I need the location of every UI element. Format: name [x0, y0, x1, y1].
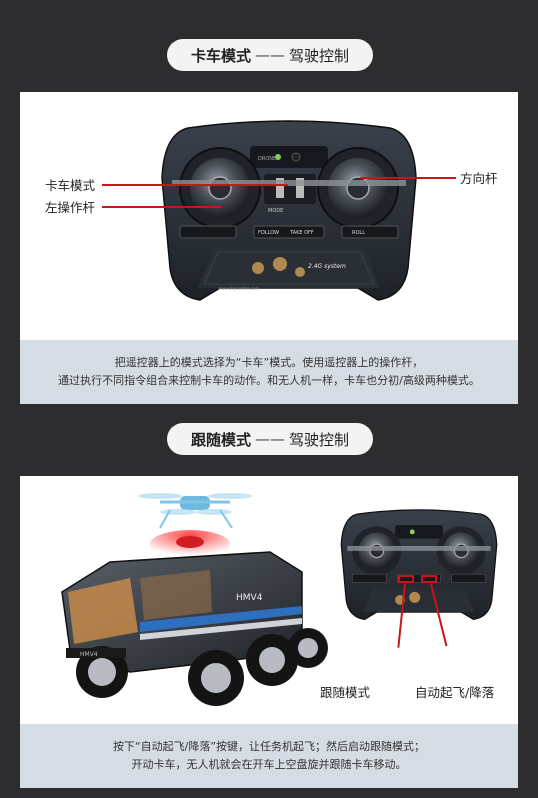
highlight-takeoff-button: [421, 575, 437, 583]
section2-panel: HMV4 HMV4 跟随模式 自动起飞/降落: [20, 476, 518, 788]
section1-title-bold: 卡车模式: [190, 46, 251, 65]
follow-text: FOLLOW: [258, 230, 279, 236]
section1-panel: DRONE MODE FOLLOW TAKE OFF ROLL 2.4G sys…: [20, 92, 518, 404]
section2-title: 跟随模式 —— 驾驶控制: [167, 423, 373, 455]
section1-caption-line2: 通过执行不同指令组合来控制卡车的动作。和无人机一样，卡车也分初/高级两种模式。: [58, 374, 480, 387]
truck-front-text: HMV4: [80, 651, 98, 658]
section2-caption: 按下“自动起飞/降落”按键，让任务机起飞；然后启动跟随模式； 开动卡车，无人机就…: [20, 724, 518, 788]
section2-caption-line2: 开动卡车，无人机就会在开车上空盘旋并跟随卡车移动。: [131, 758, 407, 771]
section1-title: 卡车模式 —— 驾驶控制: [167, 39, 373, 71]
truck-side-text: HMV4: [236, 593, 263, 603]
label-truck-mode: 卡车模式: [45, 178, 96, 193]
section2-title-sub: 驾驶控制: [289, 430, 350, 449]
section2-title-separator: ——: [255, 430, 285, 448]
truck-drone-image: HMV4 HMV4: [61, 493, 328, 706]
controller-small-image: [340, 509, 498, 621]
pointer-truck-mode: [102, 184, 288, 186]
label-auto-takeoff-land: 自动起飞/降落: [415, 685, 495, 700]
section1-title-separator: ——: [255, 46, 285, 64]
controller-image: DRONE MODE FOLLOW TAKE OFF ROLL 2.4G sys…: [161, 120, 417, 301]
section1-caption-line1: 把遥控器上的模式选择为“卡车”模式。使用遥控器上的操作杆，: [114, 356, 424, 369]
highlight-follow-button: [398, 575, 414, 583]
pointer-direction-stick: [360, 177, 456, 179]
section1-title-sub: 驾驶控制: [289, 46, 350, 65]
url-text: www.skycontrol.com: [218, 286, 259, 291]
drone-icon: [138, 493, 252, 529]
section2-caption-line1: 按下“自动起飞/降落”按键，让任务机起飞；然后启动跟随模式；: [112, 740, 426, 753]
label-direction-stick: 方向杆: [460, 171, 498, 186]
section2-title-bold: 跟随模式: [190, 430, 251, 449]
system-text: 2.4G system: [308, 263, 346, 270]
takeoff-text: TAKE OFF: [289, 230, 314, 236]
roll-text: ROLL: [352, 230, 365, 236]
pointer-left-stick: [102, 206, 222, 208]
truck-icon: HMV4 HMV4: [61, 551, 328, 706]
label-left-stick: 左操作杆: [45, 200, 96, 215]
section1-caption: 把遥控器上的模式选择为“卡车”模式。使用遥控器上的操作杆， 通过执行不同指令组合…: [20, 340, 518, 404]
drone-text: DRONE: [258, 156, 276, 162]
mode-text: MODE: [268, 208, 283, 214]
label-follow-mode: 跟随模式: [320, 685, 371, 700]
